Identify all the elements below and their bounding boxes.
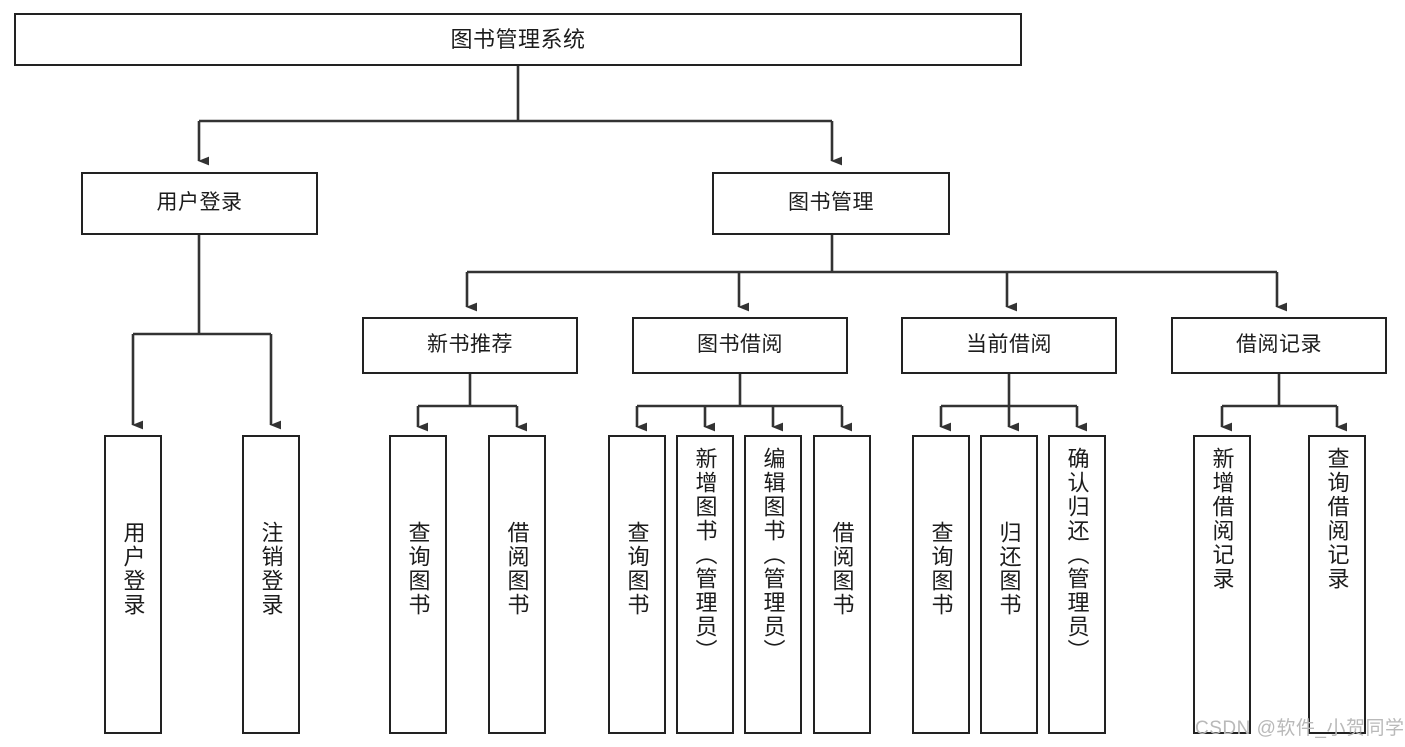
node-user-login[interactable]: 用户登录 xyxy=(81,172,318,235)
node-label: 归还图书 xyxy=(996,521,1022,617)
leaf-user-login[interactable]: 用户登录 xyxy=(104,435,162,734)
leaf-edit-book[interactable]: 编辑图书（管理员） xyxy=(744,435,802,734)
node-label: 新增借阅记录 xyxy=(1209,447,1235,591)
leaf-add-borrow-record[interactable]: 新增借阅记录 xyxy=(1193,435,1251,734)
leaf-borrow-book-2[interactable]: 借阅图书 xyxy=(813,435,871,734)
node-label: 当前借阅 xyxy=(966,333,1052,357)
leaf-query-book-1[interactable]: 查询图书 xyxy=(389,435,447,734)
node-label: 确认归还（管理员） xyxy=(1064,447,1090,663)
leaf-query-borrow-record[interactable]: 查询借阅记录 xyxy=(1308,435,1366,734)
node-borrow-record[interactable]: 借阅记录 xyxy=(1171,317,1387,374)
node-label: 编辑图书（管理员） xyxy=(760,447,786,663)
node-current-borrow[interactable]: 当前借阅 xyxy=(901,317,1117,374)
node-label: 图书管理系统 xyxy=(450,26,586,52)
node-label: 新书推荐 xyxy=(427,333,513,357)
node-label: 借阅图书 xyxy=(829,521,855,617)
node-label: 图书管理 xyxy=(788,191,874,215)
leaf-query-book-3[interactable]: 查询图书 xyxy=(912,435,970,734)
node-label: 用户登录 xyxy=(120,521,146,617)
node-label: 查询图书 xyxy=(624,521,650,617)
node-new-book-recommend[interactable]: 新书推荐 xyxy=(362,317,578,374)
leaf-query-book-2[interactable]: 查询图书 xyxy=(608,435,666,734)
leaf-return-book[interactable]: 归还图书 xyxy=(980,435,1038,734)
node-book-management[interactable]: 图书管理 xyxy=(712,172,950,235)
node-label: 借阅图书 xyxy=(504,521,530,617)
csdn-watermark: CSDN @软件_小贺同学 xyxy=(1195,718,1405,739)
leaf-confirm-return[interactable]: 确认归还（管理员） xyxy=(1048,435,1106,734)
node-label: 图书借阅 xyxy=(697,333,783,357)
node-label: 用户登录 xyxy=(156,191,243,215)
node-root-book-management-system[interactable]: 图书管理系统 xyxy=(14,13,1022,66)
leaf-borrow-book-1[interactable]: 借阅图书 xyxy=(488,435,546,734)
node-label: 查询图书 xyxy=(928,521,954,617)
leaf-add-book[interactable]: 新增图书（管理员） xyxy=(676,435,734,734)
node-label: 查询图书 xyxy=(405,521,431,617)
leaf-logout-login[interactable]: 注销登录 xyxy=(242,435,300,734)
node-book-borrow[interactable]: 图书借阅 xyxy=(632,317,848,374)
node-label: 借阅记录 xyxy=(1236,333,1322,357)
node-label: 注销登录 xyxy=(258,521,284,617)
node-label: 新增图书（管理员） xyxy=(692,447,718,663)
node-label: 查询借阅记录 xyxy=(1324,447,1350,591)
